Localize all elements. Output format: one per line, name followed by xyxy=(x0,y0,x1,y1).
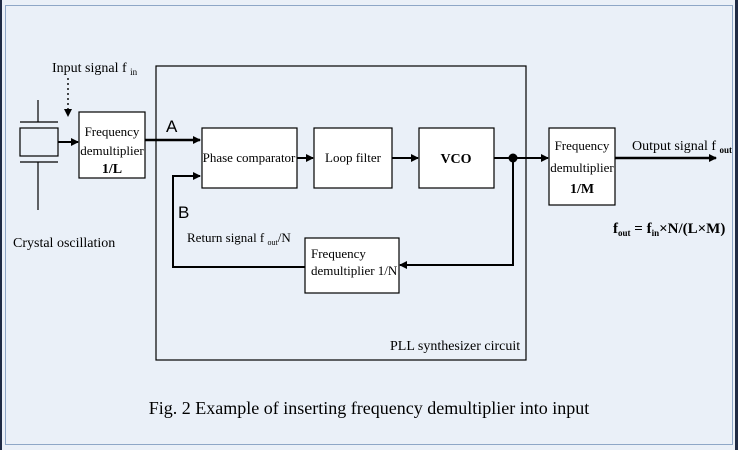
fdiv-m-line1: Frequency xyxy=(555,138,610,153)
right-edge-bar xyxy=(735,0,738,450)
figure-caption: Fig. 2 Example of inserting frequency de… xyxy=(149,398,589,418)
fdiv-l-box xyxy=(78,111,146,179)
fdiv-l-line3: 1/L xyxy=(102,162,122,177)
formula: fout = fin×N/(L×M) xyxy=(613,221,725,238)
return-signal-label: Return signal f out/N xyxy=(187,230,291,247)
left-edge-bar xyxy=(0,0,2,450)
loop-filter-label: Loop filter xyxy=(325,150,382,165)
fdiv-n-line2: demultiplier 1/N xyxy=(311,263,398,278)
vco-label: VCO xyxy=(440,152,471,167)
fdiv-m-box xyxy=(548,127,616,206)
panel-border xyxy=(5,5,733,445)
vco-box xyxy=(418,127,495,189)
input-signal-label: Input signal f in xyxy=(52,61,138,77)
fdiv-m-line3: 1/M xyxy=(570,182,594,197)
pll-label: PLL synthesizer circuit xyxy=(390,339,520,354)
point-b-label: B xyxy=(178,203,189,222)
fdiv-l-line1: Frequency xyxy=(85,124,140,139)
fdiv-n-box xyxy=(304,237,400,294)
point-a-label: A xyxy=(166,117,178,136)
fdiv-n-line1: Frequency xyxy=(311,246,366,261)
phase-comparator-label: Phase comparator xyxy=(203,150,296,165)
pll-boundary xyxy=(155,65,527,361)
output-signal-label: Output signal f out xyxy=(632,139,732,155)
crystal-label: Crystal oscillation xyxy=(13,236,115,251)
feedback-path-right xyxy=(399,158,514,269)
crystal-oscillator-symbol xyxy=(19,100,59,210)
fdiv-m-line2: demultiplier xyxy=(550,160,614,175)
fdiv-l-line2: demultiplier xyxy=(80,143,144,158)
feedback-path-left xyxy=(172,172,305,268)
